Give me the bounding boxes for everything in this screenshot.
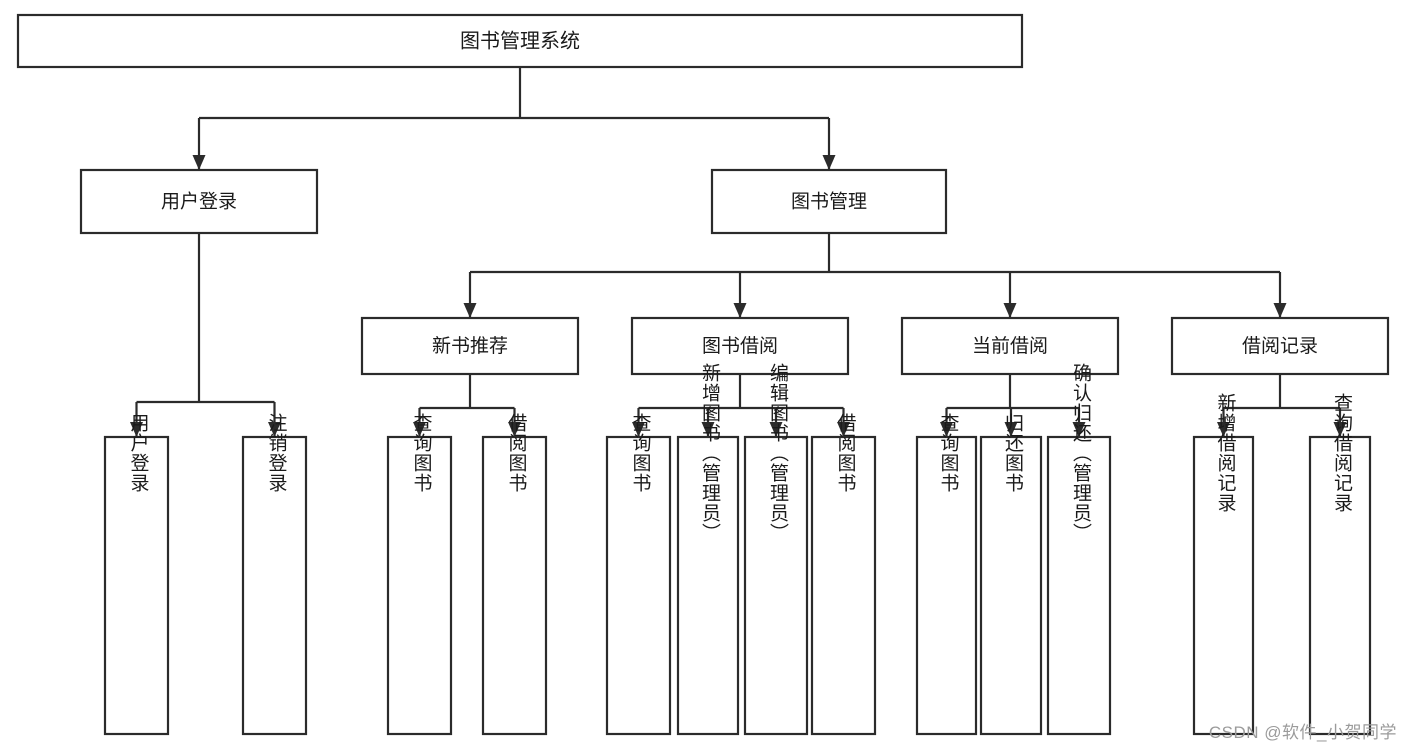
node-leaf8[interactable]: 借阅图书	[810, 413, 877, 736]
edge-arrowhead	[1003, 303, 1017, 318]
node-label-leaf2: 注销登录	[265, 413, 287, 493]
node-label-root: 图书管理系统	[460, 29, 580, 52]
node-label-leaf3: 查询图书	[410, 413, 432, 493]
node-box-leaf7[interactable]	[743, 435, 809, 736]
node-box-leaf10[interactable]	[979, 435, 1043, 736]
node-label-current: 当前借阅	[972, 335, 1048, 357]
edge-arrowhead	[463, 303, 477, 318]
node-label-leaf11: 确认归还（管理员）	[1070, 363, 1092, 543]
node-leaf9[interactable]: 查询图书	[915, 413, 978, 736]
node-box-root[interactable]	[16, 13, 1024, 69]
node-box-leaf8[interactable]	[810, 435, 877, 736]
edge-group-current	[940, 374, 1086, 437]
node-label-leaf5: 查询图书	[629, 413, 651, 493]
edge-arrowhead	[733, 303, 747, 318]
node-leaf4[interactable]: 借阅图书	[481, 413, 548, 736]
node-box-current[interactable]	[900, 316, 1120, 376]
node-box-leaf5[interactable]	[605, 435, 672, 736]
node-leaf13[interactable]: 查询借阅记录	[1308, 393, 1372, 736]
node-label-leaf1: 用户登录	[127, 413, 149, 493]
node-leaf1[interactable]: 用户登录	[103, 413, 170, 736]
edge-arrowhead	[769, 422, 783, 437]
node-label-record: 借阅记录	[1242, 335, 1318, 357]
edge-group-newbook	[413, 374, 521, 437]
edge-arrowhead	[1217, 422, 1230, 437]
node-leaf10[interactable]: 归还图书	[979, 413, 1043, 736]
node-box-leaf11[interactable]	[1046, 435, 1112, 736]
node-leaf3[interactable]: 查询图书	[386, 413, 453, 736]
node-label-leaf13: 查询借阅记录	[1331, 393, 1353, 513]
edge-arrowhead	[268, 422, 281, 437]
node-current[interactable]: 当前借阅	[900, 316, 1120, 376]
node-record[interactable]: 借阅记录	[1170, 316, 1390, 376]
edge-arrowhead	[701, 422, 715, 437]
node-label-leaf4: 借阅图书	[505, 413, 527, 493]
edge-layer	[130, 67, 1347, 437]
node-label-leaf12: 新增借阅记录	[1214, 393, 1236, 513]
edge-arrowhead	[130, 422, 143, 437]
edge-arrowhead	[508, 422, 521, 437]
node-box-bookmgmt[interactable]	[710, 168, 948, 235]
node-box-leaf3[interactable]	[386, 435, 453, 736]
node-leaf7[interactable]: 编辑图书（管理员）	[743, 363, 809, 736]
edge-group-login	[130, 233, 281, 437]
edge-group-borrow	[632, 374, 850, 437]
edge-arrowhead	[1273, 303, 1287, 318]
edge-arrowhead	[940, 422, 953, 437]
node-label-leaf9: 查询图书	[937, 413, 959, 493]
node-label-borrow: 图书借阅	[702, 335, 778, 357]
edge-arrowhead	[632, 422, 645, 437]
edge-group-bookmgmt	[463, 233, 1287, 318]
node-box-leaf12[interactable]	[1192, 435, 1255, 736]
node-label-leaf10: 归还图书	[1002, 413, 1024, 493]
edge-arrowhead	[837, 422, 850, 437]
node-label-login: 用户登录	[161, 191, 237, 213]
node-box-leaf4[interactable]	[481, 435, 548, 736]
node-leaf6[interactable]: 新增图书（管理员）	[676, 363, 740, 736]
node-label-newbook: 新书推荐	[432, 335, 508, 357]
node-box-newbook[interactable]	[360, 316, 580, 376]
node-box-record[interactable]	[1170, 316, 1390, 376]
node-box-leaf1[interactable]	[103, 435, 170, 736]
node-root[interactable]: 图书管理系统	[16, 13, 1024, 69]
node-leaf11[interactable]: 确认归还（管理员）	[1046, 363, 1112, 736]
node-bookmgmt[interactable]: 图书管理	[710, 168, 948, 235]
node-label-leaf7: 编辑图书（管理员）	[767, 363, 789, 543]
node-box-leaf6[interactable]	[676, 435, 740, 736]
edge-group-record	[1217, 374, 1347, 437]
edge-arrowhead	[822, 155, 836, 170]
node-leaf12[interactable]: 新增借阅记录	[1192, 393, 1255, 736]
node-box-leaf2[interactable]	[241, 435, 308, 736]
node-borrow[interactable]: 图书借阅	[630, 316, 850, 376]
edge-arrowhead	[1004, 422, 1018, 437]
node-leaf5[interactable]: 查询图书	[605, 413, 672, 736]
node-leaf2[interactable]: 注销登录	[241, 413, 308, 736]
node-box-leaf9[interactable]	[915, 435, 978, 736]
node-label-bookmgmt: 图书管理	[791, 191, 867, 213]
node-box-borrow[interactable]	[630, 316, 850, 376]
node-login[interactable]: 用户登录	[79, 168, 319, 235]
node-label-leaf8: 借阅图书	[834, 413, 856, 493]
edge-group-root	[192, 67, 836, 170]
edge-arrowhead	[192, 155, 206, 170]
node-box-login[interactable]	[79, 168, 319, 235]
edge-arrowhead	[413, 422, 426, 437]
node-newbook[interactable]: 新书推荐	[360, 316, 580, 376]
node-label-leaf6: 新增图书（管理员）	[699, 363, 721, 543]
node-box-leaf13[interactable]	[1308, 435, 1372, 736]
edge-arrowhead	[1072, 422, 1086, 437]
edge-arrowhead	[1333, 422, 1347, 437]
node-layer: 图书管理系统用户登录图书管理新书推荐图书借阅当前借阅借阅记录用户登录注销登录查询…	[16, 13, 1390, 736]
